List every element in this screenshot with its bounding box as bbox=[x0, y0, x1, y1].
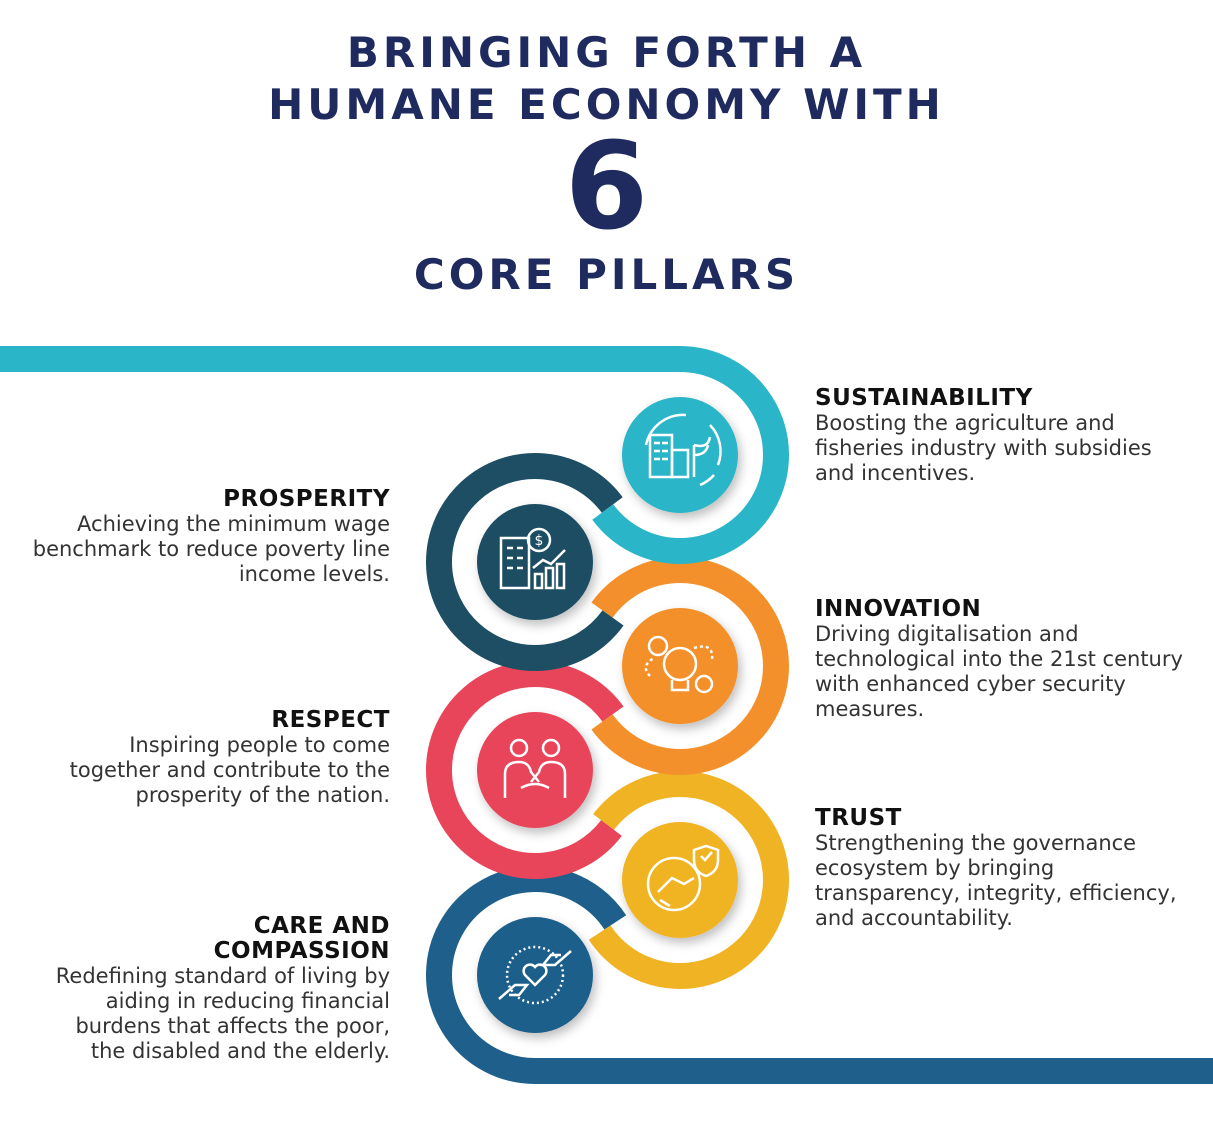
path-segment-prosperity bbox=[426, 453, 624, 671]
path-segment-trust bbox=[588, 771, 789, 989]
pillar-innovation: INNOVATION Driving digitalisation and te… bbox=[815, 597, 1195, 722]
pillar-prosperity: PROSPERITY Achieving the minimum wage be… bbox=[30, 487, 390, 587]
building-money-growth-icon: $ bbox=[477, 504, 593, 620]
svg-text:$: $ bbox=[535, 533, 544, 549]
green-city-cycle-icon bbox=[622, 397, 738, 513]
pillar-care-and-compassion: CARE AND COMPASSION Redefining standard … bbox=[50, 914, 390, 1064]
title-line-1: BRINGING FORTH A bbox=[346, 28, 867, 77]
pillar-text: Boosting the agriculture and fisheries i… bbox=[815, 411, 1152, 485]
title-line-3: CORE PILLARS bbox=[413, 250, 800, 299]
pillar-text: Inspiring people to come together and co… bbox=[69, 733, 390, 807]
pillar-trust: TRUST Strengthening the governance ecosy… bbox=[815, 806, 1190, 931]
path-segment-sustainability bbox=[0, 346, 789, 564]
pillar-text: Redefining standard of living by aiding … bbox=[55, 964, 390, 1063]
path-segment-care-and-compassion bbox=[426, 866, 1213, 1084]
pillar-text: Strengthening the governance ecosystem b… bbox=[815, 831, 1177, 930]
pillar-title: TRUST bbox=[815, 805, 902, 831]
pillar-title: SUSTAINABILITY bbox=[815, 385, 1033, 411]
pillar-title: CARE AND COMPASSION bbox=[213, 913, 390, 964]
title-line-2: HUMANE ECONOMY WITH bbox=[268, 80, 945, 129]
pillar-sustainability: SUSTAINABILITY Boosting the agriculture … bbox=[815, 386, 1185, 486]
pillar-respect: RESPECT Inspiring people to come togethe… bbox=[45, 708, 390, 808]
lightbulb-gears-icon bbox=[622, 608, 738, 724]
pillar-title: RESPECT bbox=[271, 707, 390, 733]
pillar-text: Achieving the minimum wage benchmark to … bbox=[32, 512, 390, 586]
handshake-shield-icon bbox=[622, 822, 738, 938]
path-segment-respect bbox=[426, 661, 624, 879]
pillar-text: Driving digitalisation and technological… bbox=[815, 622, 1183, 721]
pillar-title: PROSPERITY bbox=[223, 486, 390, 512]
hands-heart-icon bbox=[477, 917, 593, 1033]
pillar-title: INNOVATION bbox=[815, 596, 982, 622]
title-number: 6 bbox=[564, 118, 649, 257]
people-handshake-icon bbox=[477, 712, 593, 828]
path-segment-innovation bbox=[591, 557, 789, 775]
